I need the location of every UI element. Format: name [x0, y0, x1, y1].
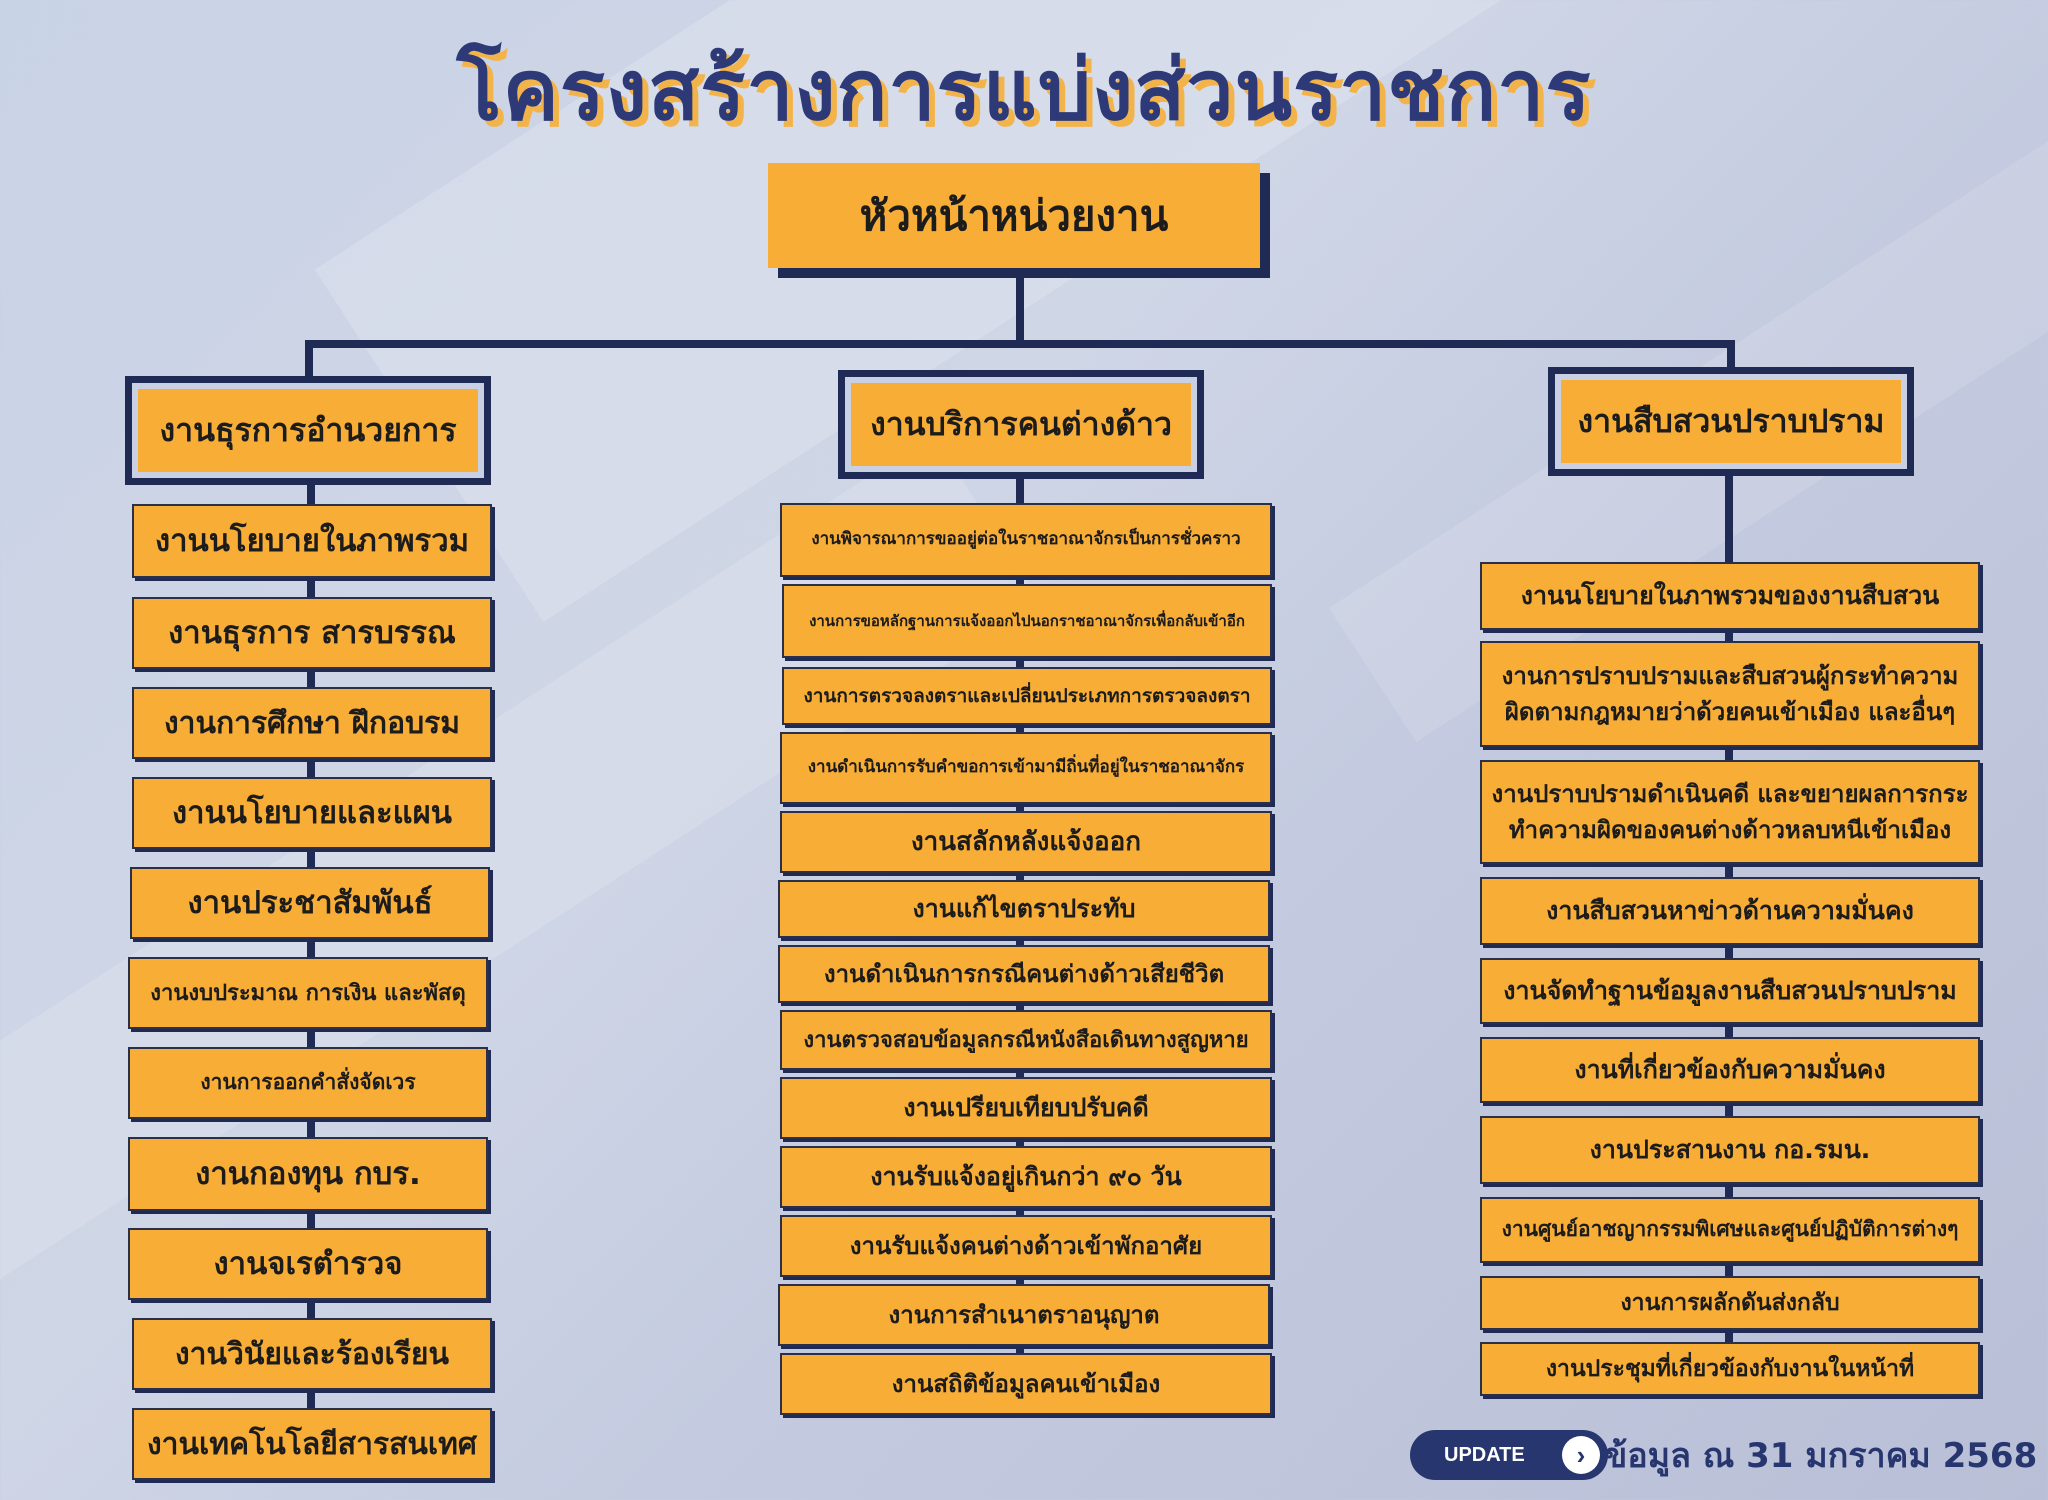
update-date-text: ข้อมูล ณ 31 มกราคม 2568	[1604, 1436, 2038, 1476]
foreigner-service-item: งานพิจารณาการขออยู่ต่อในราชอาณาจักรเป็นก…	[780, 503, 1272, 577]
investigation-item: งานศูนย์อาชญากรรมพิเศษและศูนย์ปฏิบัติการ…	[1480, 1197, 1980, 1263]
foreigner-service-item: งานตรวจสอบข้อมูลกรณีหนังสือเดินทางสูญหาย	[780, 1010, 1272, 1070]
investigation-item: งานประสานงาน กอ.รมน.	[1480, 1116, 1980, 1184]
admin-item: งานจเรตำรวจ	[128, 1228, 488, 1300]
foreigner-service-item: งานดำเนินการกรณีคนต่างด้าวเสียชีวิต	[778, 945, 1270, 1003]
foreigner-service-item: งานแก้ไขตราประทับ	[778, 880, 1270, 938]
investigation-item: งานการปราบปรามและสืบสวนผู้กระทำความผิดตา…	[1480, 641, 1980, 747]
admin-item: งานวินัยและร้องเรียน	[132, 1318, 492, 1390]
section-heading-admin: งานธุรการอำนวยการ	[125, 376, 491, 485]
connector-left-drop	[305, 340, 313, 378]
foreigner-service-item: งานการขอหลักฐานการแจ้งออกไปนอกราชอาณาจัก…	[782, 584, 1272, 658]
investigation-item: งานนโยบายในภาพรวมของงานสืบสวน	[1480, 562, 1980, 630]
admin-item: งานเทคโนโลยีสารสนเทศ	[132, 1408, 492, 1480]
section-heading-investigation: งานสืบสวนปราบปราม	[1548, 367, 1914, 476]
foreigner-service-item: งานเปรียบเทียบปรับคดี	[780, 1077, 1272, 1139]
foreigner-service-item: งานดำเนินการรับคำขอการเข้ามามีถิ่นที่อยู…	[780, 732, 1272, 804]
admin-item: งานการศึกษา ฝึกอบรม	[132, 687, 492, 759]
admin-item: งานธุรการ สารบรรณ	[132, 597, 492, 669]
update-label: UPDATE	[1444, 1443, 1525, 1466]
investigation-item: งานประชุมที่เกี่ยวข้องกับงานในหน้าที่	[1480, 1342, 1980, 1396]
admin-item: งานกองทุน กบร.	[128, 1137, 488, 1211]
admin-item: งานนโยบายและแผน	[132, 777, 492, 849]
foreigner-service-item: งานรับแจ้งอยู่เกินกว่า ๙๐ วัน	[780, 1146, 1272, 1208]
admin-item: งานการออกคำสั่งจัดเวร	[128, 1047, 488, 1119]
admin-item: งานงบประมาณ การเงิน และพัสดุ	[128, 957, 488, 1029]
investigation-item: งานที่เกี่ยวข้องกับความมั่นคง	[1480, 1037, 1980, 1103]
foreigner-service-item: งานการตรวจลงตราและเปลี่ยนประเภทการตรวจลง…	[782, 667, 1272, 725]
connector-head-down	[1016, 268, 1024, 344]
foreigner-service-item: งานรับแจ้งคนต่างด้าวเข้าพักอาศัย	[780, 1215, 1272, 1277]
foreigner-service-item: งานสลักหลังแจ้งออก	[780, 811, 1272, 873]
foreigner-service-item: งานการสำเนาตราอนุญาต	[778, 1284, 1270, 1346]
page-title: โครงสร้างการแบ่งส่วนราชการ	[456, 41, 1592, 139]
admin-item: งานนโยบายในภาพรวม	[132, 504, 492, 578]
admin-item: งานประชาสัมพันธ์	[130, 867, 490, 939]
connector-right-drop	[1727, 340, 1735, 370]
connector-horizontal	[305, 340, 1735, 348]
section-heading-foreigner-services: งานบริการคนต่างด้าว	[838, 370, 1204, 479]
investigation-item: งานจัดทำฐานข้อมูลงานสืบสวนปราบปราม	[1480, 958, 1980, 1024]
connector-col2-spine	[1016, 474, 1024, 1414]
head-of-unit-box: หัวหน้าหน่วยงาน	[768, 163, 1260, 268]
chevron-right-icon: ›	[1562, 1436, 1600, 1474]
investigation-item: งานการผลักดันส่งกลับ	[1480, 1276, 1980, 1330]
investigation-item: งานปราบปรามดำเนินคดี และขยายผลการกระทำคว…	[1480, 760, 1980, 864]
foreigner-service-item: งานสถิติข้อมูลคนเข้าเมือง	[780, 1353, 1272, 1415]
investigation-item: งานสืบสวนหาข่าวด้านความมั่นคง	[1480, 877, 1980, 945]
update-badge: UPDATE ›	[1410, 1430, 1608, 1480]
